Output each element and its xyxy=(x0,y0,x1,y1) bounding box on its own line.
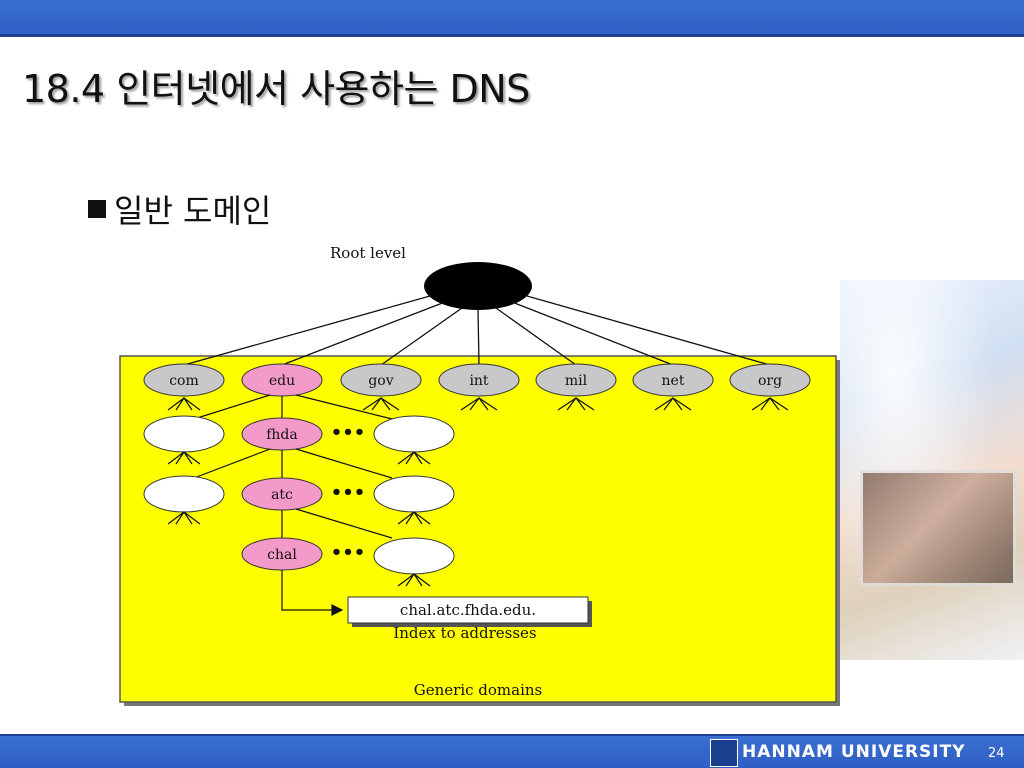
generic-domains-panel xyxy=(119,355,837,703)
root-level-label: Root level xyxy=(330,244,406,262)
node-blank xyxy=(143,415,225,453)
address-box xyxy=(347,596,589,624)
subdomain-label: fhda xyxy=(266,427,298,443)
branch-marks xyxy=(167,396,789,411)
node-gov xyxy=(340,363,422,397)
tld-nodes xyxy=(143,363,811,397)
bullet-item: 일반 도메인 xyxy=(88,186,271,232)
address-label: chal.atc.fhda.edu. xyxy=(400,601,536,619)
background-monitor-image xyxy=(860,470,1016,586)
slide-title: 18.4 인터넷에서 사용하는 DNS xyxy=(22,67,530,111)
node-net xyxy=(632,363,714,397)
root-edges xyxy=(183,295,771,366)
university-name: HANNAM UNIVERSITY xyxy=(742,742,966,762)
page-number: 24 xyxy=(988,746,1005,761)
node-blank xyxy=(373,537,455,575)
ellipsis-dots: ••• xyxy=(331,542,366,563)
square-bullet-icon xyxy=(88,200,106,218)
bottom-divider xyxy=(0,734,1024,736)
top-divider xyxy=(0,34,1024,37)
tld-label: edu xyxy=(269,373,295,389)
university-logo-icon xyxy=(710,739,738,767)
generic-domains-diagram: Root level com edu gov int mil net org xyxy=(119,244,840,706)
top-bar xyxy=(0,0,1024,34)
node-mil xyxy=(535,363,617,397)
tld-label: gov xyxy=(368,373,393,389)
node-org xyxy=(729,363,811,397)
ellipsis-dots: ••• xyxy=(331,482,366,503)
index-label: Index to addresses xyxy=(393,624,536,642)
tld-label: mil xyxy=(565,373,588,389)
edu-edges xyxy=(193,394,393,420)
diagram-caption: Generic domains xyxy=(414,681,543,699)
tld-label: com xyxy=(169,373,199,389)
root-node xyxy=(424,262,532,310)
tld-label: net xyxy=(662,373,685,389)
node-blank xyxy=(143,475,225,513)
node-int xyxy=(438,363,520,397)
bottom-bar xyxy=(0,736,1024,768)
tld-labels: com edu gov int mil net org xyxy=(169,373,782,389)
subdomain-label: chal xyxy=(267,547,297,563)
arrow-head-icon xyxy=(331,604,344,616)
node-com xyxy=(143,363,225,397)
ellipsis-dots: ••• xyxy=(331,422,366,443)
node-blank xyxy=(373,415,455,453)
subdomain-label: atc xyxy=(271,487,293,503)
bullet-text: 일반 도메인 xyxy=(114,192,272,230)
tld-label: org xyxy=(758,373,782,389)
tld-label: int xyxy=(469,373,488,389)
node-blank xyxy=(373,475,455,513)
